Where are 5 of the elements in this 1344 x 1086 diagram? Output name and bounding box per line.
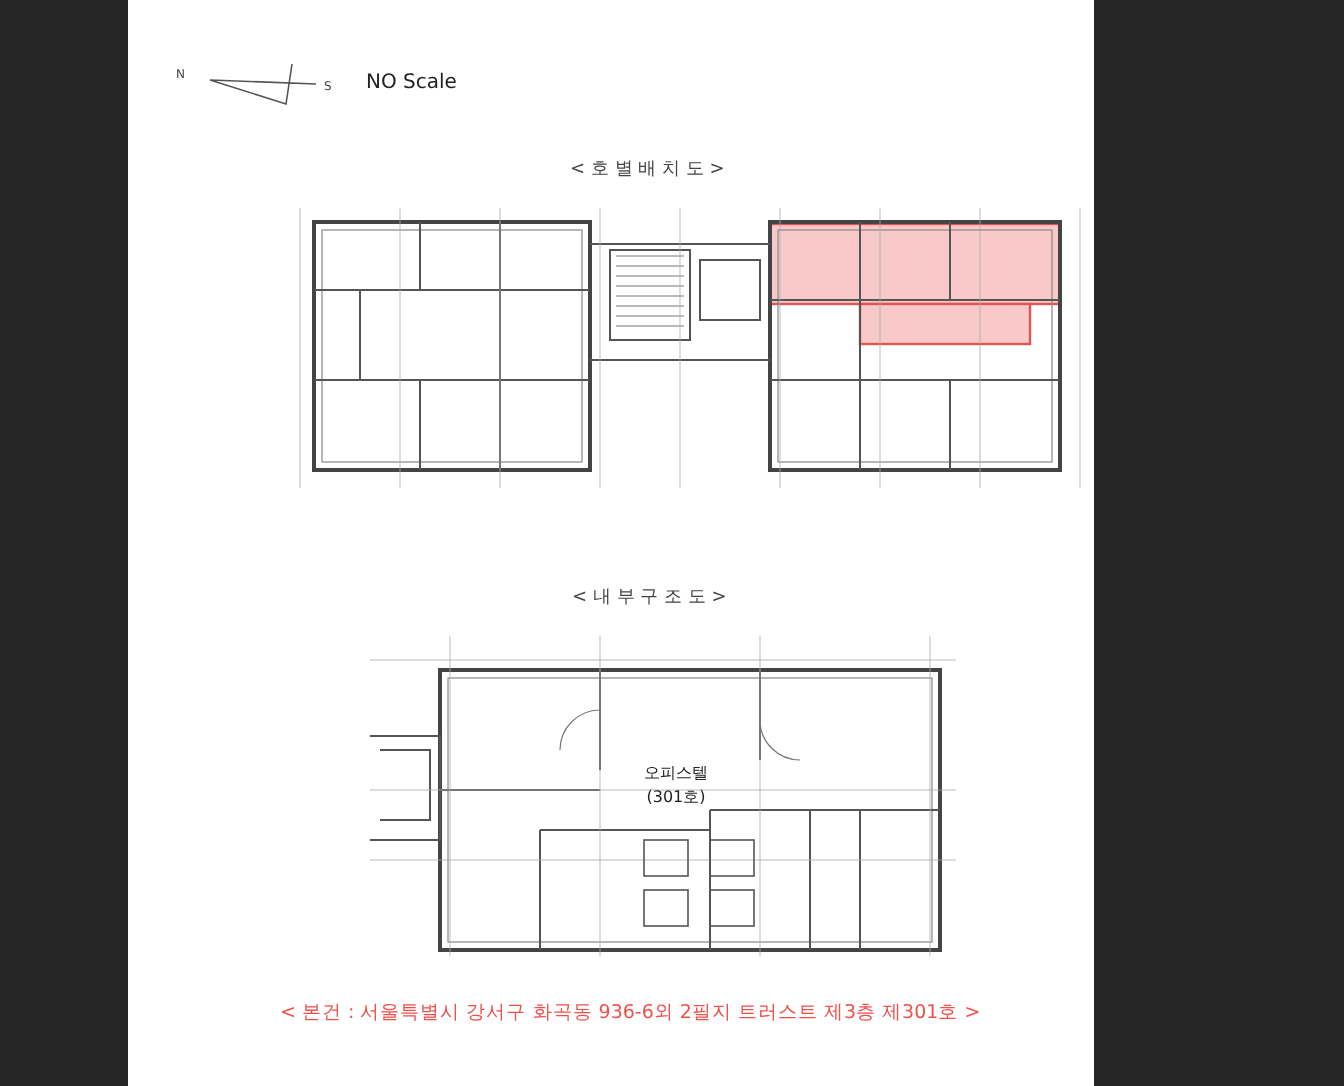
scale-note: NO Scale: [366, 72, 457, 94]
address-caption: < 본건 : 서울특별시 강서구 화곡동 936-6외 2필지 트러스트 제3층 제301호 >: [280, 1000, 981, 1026]
room-label: 오피스텔 (301호): [642, 762, 710, 810]
plan-heading: < 호 별 배 치 도 >: [570, 158, 725, 182]
plan-heading: < 내 부 구 조 도 >: [572, 586, 727, 610]
